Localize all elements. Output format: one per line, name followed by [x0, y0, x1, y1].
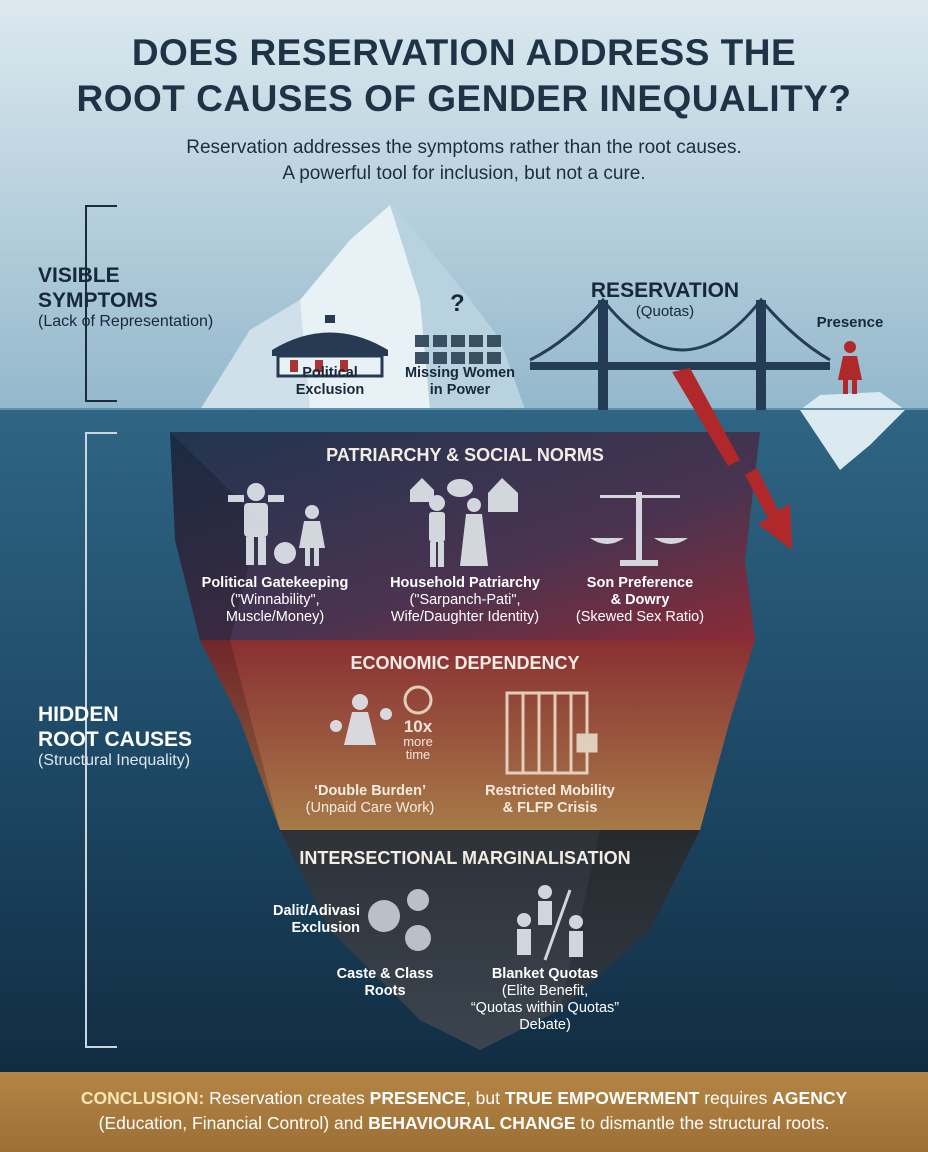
item-sub: “Quotas within Quotas”: [470, 1000, 620, 1016]
parliament-icon: [272, 315, 388, 378]
stat-sub: more: [403, 734, 433, 749]
subtitle-line-1: Reservation addresses the symptoms rathe…: [186, 137, 742, 158]
item-title: Blanket Quotas: [491, 966, 599, 982]
household-icon: [410, 478, 518, 567]
label-line: Missing Women: [404, 365, 516, 381]
item-title: Exclusion: [291, 920, 361, 936]
band-heading-intersectional: INTERSECTIONAL MARGINALISATION: [299, 848, 631, 868]
scales-icon: [590, 492, 688, 566]
missing-women-label: Missing Women in Power: [395, 365, 525, 399]
restricted-mobility-label: Restricted Mobility & FLFP Crisis: [465, 783, 635, 817]
conclusion-label: CONCLUSION:: [80, 1088, 205, 1108]
item-sub: (Unpaid Care Work): [305, 800, 435, 816]
keyword: AGENCY: [772, 1088, 848, 1108]
keyword: PRESENCE: [369, 1088, 466, 1108]
item-title: & FLFP Crisis: [502, 800, 598, 816]
item-sub: ("Sarpanch-Pati",: [409, 592, 521, 608]
visible-bracket: [85, 205, 117, 402]
household-patriarchy-label: Household Patriarchy ("Sarpanch-Pati", W…: [370, 575, 560, 626]
text: Reservation creates: [204, 1088, 370, 1108]
keyword: BEHAVIOURAL CHANGE: [368, 1113, 576, 1133]
visible-symptoms-label: VISIBLE SYMPTOMS (Lack of Representation…: [38, 263, 213, 331]
caste-class-label: Caste & Class Roots: [330, 966, 440, 1000]
item-title: Political Gatekeeping: [201, 575, 349, 591]
burdened-woman-icon: [330, 694, 392, 745]
title-line-1: DOES RESERVATION ADDRESS THE: [131, 32, 797, 73]
hidden-sub: (Structural Inequality): [38, 752, 191, 769]
conclusion-line-2: (Education, Financial Control) and BEHAV…: [0, 1111, 928, 1136]
keyword: TRUE EMPOWERMENT: [504, 1088, 700, 1108]
label-line: in Power: [429, 382, 491, 398]
ladder-icon: [517, 885, 583, 961]
item-title: Restricted Mobility: [485, 783, 615, 799]
reservation-title: RESERVATION: [590, 279, 740, 302]
double-burden-label: ‘Double Burden’ (Unpaid Care Work): [290, 783, 450, 817]
item-title: Son Preference: [586, 575, 694, 591]
political-gatekeeping-label: Political Gatekeeping ("Winnability", Mu…: [190, 575, 360, 626]
blanket-quotas-label: Blanket Quotas (Elite Benefit, “Quotas w…: [460, 966, 630, 1034]
conclusion-banner: CONCLUSION: Reservation creates PRESENCE…: [0, 1072, 928, 1152]
item-sub: (Elite Benefit,: [501, 983, 589, 999]
political-exclusion-label: Political Exclusion: [280, 365, 380, 399]
item-sub: Muscle/Money): [225, 609, 325, 625]
title-line-2: ROOT CAUSES OF GENDER INEQUALITY?: [76, 78, 852, 119]
dalit-adivasi-label: Dalit/Adivasi Exclusion: [250, 903, 360, 937]
item-title: Roots: [364, 983, 406, 999]
hidden-heading-1: HIDDEN: [38, 703, 119, 726]
bridge-icon: [529, 297, 831, 410]
subtitle: Reservation addresses the symptoms rathe…: [0, 135, 928, 187]
son-preference-label: Son Preference & Dowry (Skewed Sex Ratio…: [565, 575, 715, 626]
empty-chairs-icon: [415, 335, 501, 364]
hidden-heading-2: ROOT CAUSES: [38, 728, 193, 751]
text: to dismantle the structural roots.: [575, 1113, 830, 1133]
jail-icon: [505, 691, 598, 775]
item-title: ‘Double Burden’: [314, 783, 426, 799]
band-heading-economic: ECONOMIC DEPENDENCY: [350, 653, 580, 673]
woman-icon: [299, 505, 325, 566]
band-heading-patriarchy: PATRIARCHY & SOCIAL NORMS: [326, 445, 604, 465]
reservation-label: RESERVATION (Quotas): [585, 279, 745, 320]
text: (Education, Financial Control) and: [98, 1113, 369, 1133]
hidden-root-causes-label: HIDDEN ROOT CAUSES (Structural Inequalit…: [38, 702, 192, 770]
hidden-bracket: [85, 432, 117, 1048]
stat-10x: 10x more time: [403, 718, 433, 761]
money-bag-icon: [274, 542, 296, 564]
stat-value: 10x: [403, 717, 433, 736]
woman-icon: [838, 341, 862, 394]
item-title: Dalit/Adivasi: [272, 903, 360, 919]
page-title: DOES RESERVATION ADDRESS THE ROOT CAUSES…: [0, 30, 928, 122]
text: , but: [465, 1088, 505, 1108]
item-sub: (Skewed Sex Ratio): [575, 609, 705, 625]
label-line: Exclusion: [295, 382, 365, 398]
visible-heading-1: VISIBLE: [38, 264, 120, 287]
item-sub: Wife/Daughter Identity): [390, 609, 540, 625]
visible-sub: (Lack of Representation): [38, 313, 214, 330]
item-sub: Debate): [519, 1017, 571, 1033]
broken-arrow-icon: [672, 368, 792, 550]
question-mark-icon: ?: [450, 290, 465, 317]
gears-icon: [368, 889, 431, 951]
reservation-sub: (Quotas): [635, 303, 695, 320]
strongman-icon: [228, 483, 284, 565]
item-title: & Dowry: [610, 592, 670, 608]
item-sub: ("Winnability",: [230, 592, 320, 608]
clock-icon: [403, 685, 433, 715]
item-title: Household Patriarchy: [390, 575, 540, 591]
item-title: Caste & Class: [336, 966, 434, 982]
presence-label: Presence: [816, 314, 884, 331]
subtitle-line-2: A powerful tool for inclusion, but not a…: [282, 163, 646, 184]
label-line: Political: [302, 365, 358, 381]
visible-heading-2: SYMPTOMS: [38, 289, 158, 312]
text: requires: [699, 1088, 773, 1108]
stat-sub: time: [405, 747, 431, 762]
conclusion-line-1: CONCLUSION: Reservation creates PRESENCE…: [0, 1086, 928, 1111]
